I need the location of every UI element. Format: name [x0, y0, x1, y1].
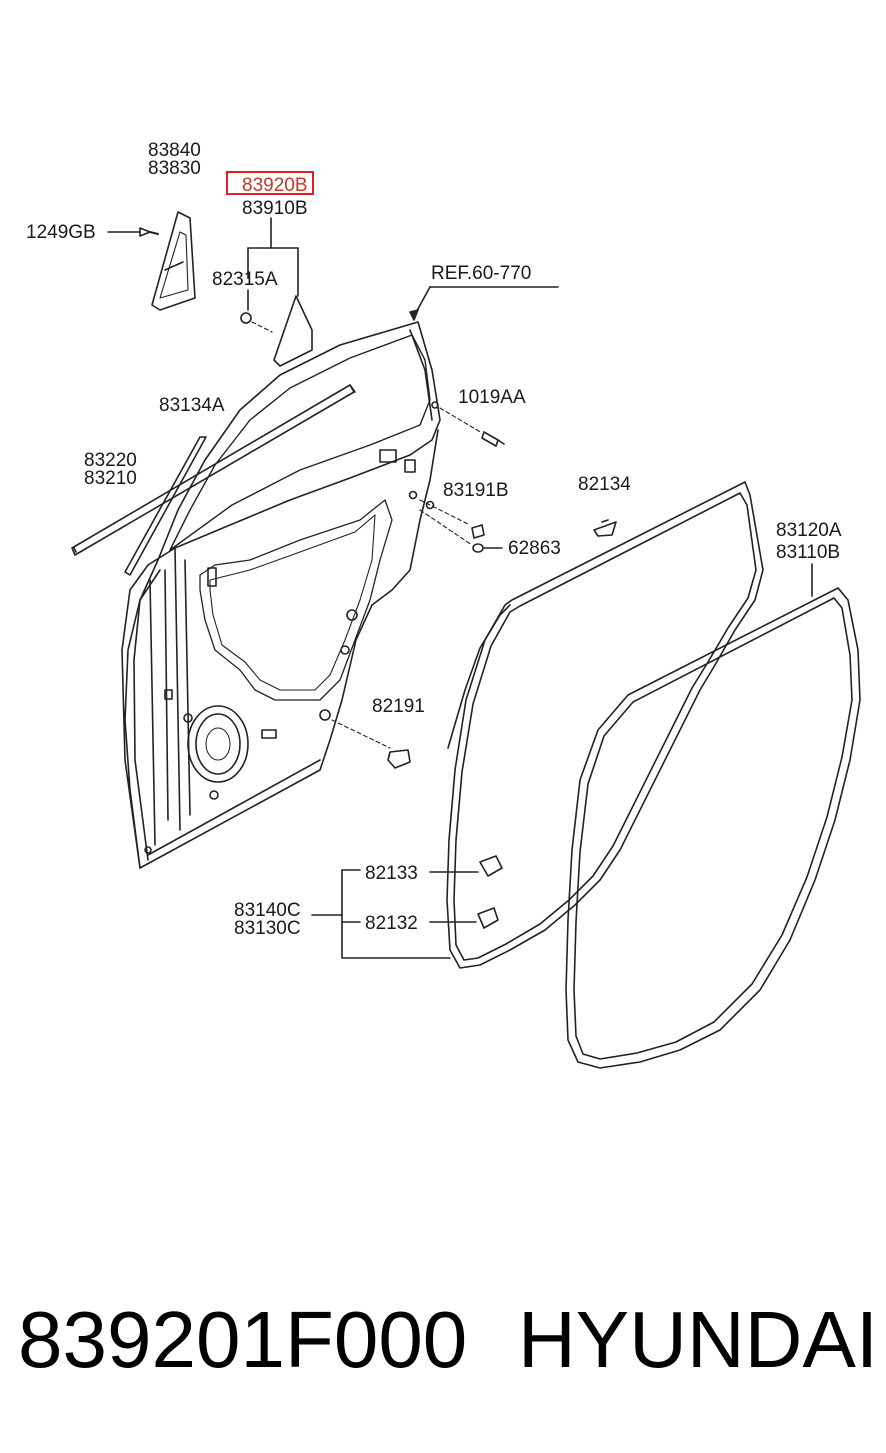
belt-molding — [71, 384, 356, 576]
label-1019aa: 1019AA — [458, 387, 526, 408]
highlight-box — [226, 171, 314, 195]
label-83920b[interactable]: 83920B — [242, 175, 308, 196]
label-83120a: 83120A — [776, 520, 842, 541]
label-83220: 83220 — [84, 450, 137, 471]
label-83110b: 83110B — [776, 542, 841, 563]
bolt-1019aa — [439, 407, 505, 447]
parts-diagram — [71, 211, 861, 1069]
label-62863: 62863 — [508, 538, 561, 559]
footer-brand: HYUNDAI — [518, 1295, 879, 1384]
weatherstrip-outer — [565, 587, 861, 1069]
label-83910b: 83910B — [242, 198, 308, 219]
label-83210: 83210 — [84, 468, 137, 489]
triangle-filler — [240, 217, 313, 367]
label-82134: 82134 — [578, 474, 631, 495]
label-83130c: 83130C — [234, 918, 301, 939]
label-1249gb: 1249GB — [26, 222, 96, 243]
weatherstrip-inner — [446, 481, 764, 969]
footer-part-number: 839201F000 — [18, 1295, 468, 1384]
label-ref: REF.60-770 — [431, 263, 532, 284]
label-82315a: 82315A — [212, 269, 278, 290]
label-82133: 82133 — [365, 863, 418, 884]
clips-83191b-62863 — [419, 499, 503, 553]
fasteners-82133-82132 — [311, 855, 503, 959]
label-83840: 83840 — [148, 140, 201, 161]
label-82132: 82132 — [365, 913, 418, 934]
label-83140c: 83140C — [234, 900, 301, 921]
label-83134a: 83134A — [159, 395, 225, 416]
delta-trim — [107, 211, 196, 311]
clip-82134 — [593, 519, 617, 537]
cap-82191 — [331, 719, 411, 769]
label-83191b: 83191B — [443, 480, 509, 501]
door-panel — [121, 321, 441, 869]
label-82191: 82191 — [372, 696, 425, 717]
label-83830: 83830 — [148, 158, 201, 179]
